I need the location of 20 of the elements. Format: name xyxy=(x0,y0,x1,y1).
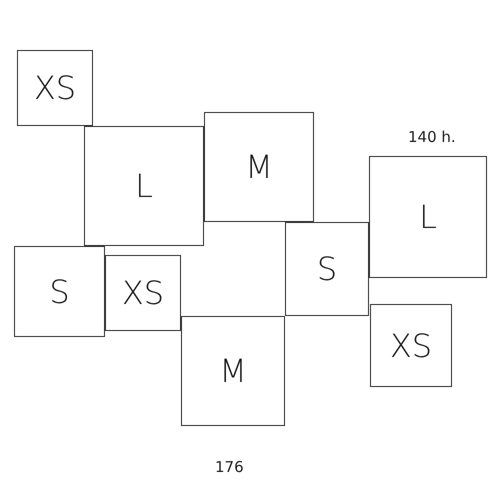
size-box xyxy=(105,255,181,331)
size-label: XS xyxy=(34,69,76,107)
size-label: L xyxy=(135,167,153,205)
size-label: S xyxy=(49,272,70,310)
size-label: L xyxy=(419,198,437,236)
size-label: M xyxy=(219,352,247,390)
size-label: M xyxy=(245,148,273,186)
size-box xyxy=(285,222,369,316)
size-label: XS xyxy=(122,274,164,312)
size-box xyxy=(369,156,487,278)
size-box xyxy=(181,316,285,426)
size-label: XS xyxy=(390,326,432,364)
dimension-label: 176 xyxy=(215,458,244,476)
size-box xyxy=(84,126,204,246)
size-box xyxy=(14,246,105,337)
size-box xyxy=(17,50,93,126)
dimension-label: 140 h. xyxy=(408,128,456,146)
size-box xyxy=(370,304,452,387)
size-box xyxy=(204,112,314,222)
size-label: S xyxy=(316,250,338,288)
